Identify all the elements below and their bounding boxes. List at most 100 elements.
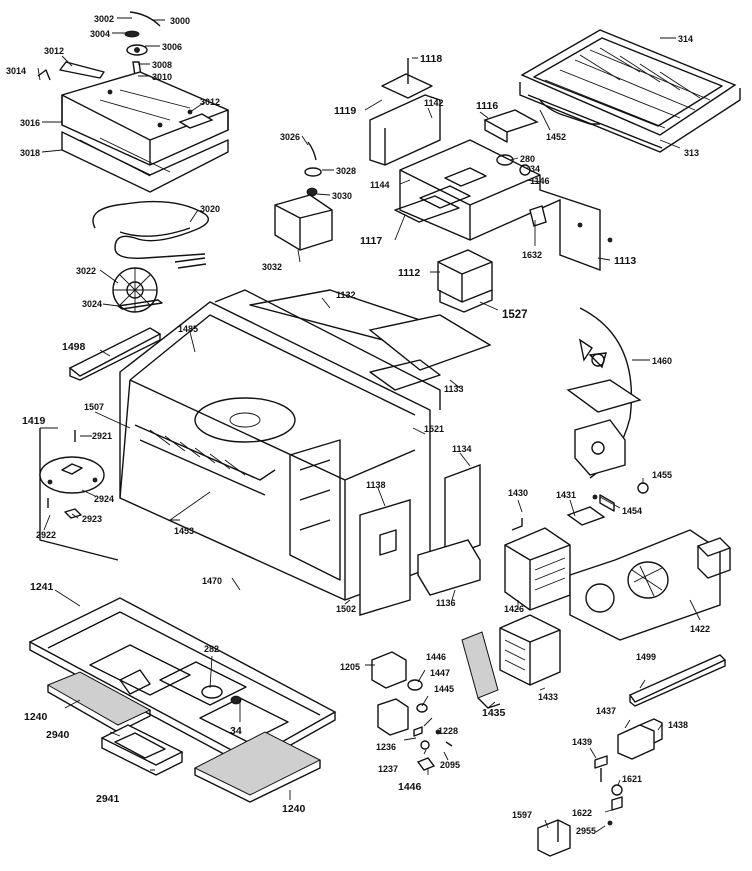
label-1446-top: 1446	[426, 652, 446, 662]
light-bracket	[628, 654, 727, 707]
turntable-motor-group	[39, 428, 119, 561]
label-1431: 1431	[556, 490, 576, 500]
label-1116: 1116	[476, 100, 498, 112]
label-1144: 1144	[370, 180, 390, 190]
label-1446-bottom: 1446	[398, 781, 422, 793]
label-3018: 3018	[20, 148, 40, 158]
label-1438: 1438	[668, 720, 688, 730]
label-2940: 2940	[46, 729, 70, 741]
vent-hood-assembly	[37, 11, 229, 193]
damper-assembly	[274, 141, 333, 251]
label-1454: 1454	[622, 506, 642, 516]
label-3010: 3010	[152, 72, 172, 82]
label-1621: 1621	[622, 774, 642, 784]
label-1597: 1597	[512, 810, 532, 820]
door-switch-assembly	[371, 651, 453, 771]
label-1205: 1205	[340, 662, 360, 672]
label-2924: 2924	[94, 494, 114, 504]
label-1134: 1134	[452, 444, 472, 454]
label-1237: 1237	[378, 764, 398, 774]
thermal-cutout	[594, 755, 623, 826]
label-1136: 1136	[436, 598, 456, 608]
base-panel	[28, 597, 337, 769]
blower-motor	[566, 506, 732, 641]
label-1132: 1132	[336, 290, 356, 300]
label-1241: 1241	[30, 581, 54, 593]
label-2955: 2955	[576, 826, 596, 836]
vent-grille	[461, 631, 501, 709]
label-2095: 2095	[440, 760, 460, 770]
label-1452: 1452	[546, 132, 566, 142]
label-3002: 3002	[94, 14, 114, 24]
label-3000: 3000	[170, 16, 190, 26]
label-1112: 1112	[398, 267, 420, 279]
glass-tray-rack	[519, 29, 741, 153]
label-3012-top: 3012	[44, 46, 64, 56]
label-2922: 2922	[36, 530, 56, 540]
label-1433: 1433	[538, 692, 558, 702]
label-3008: 3008	[152, 60, 172, 70]
label-1502: 1502	[336, 604, 356, 614]
oven-cavity	[119, 289, 481, 601]
label-1119: 1119	[334, 105, 356, 117]
label-3022: 3022	[76, 266, 96, 276]
label-3030: 3030	[332, 191, 352, 201]
label-3014: 3014	[6, 66, 26, 76]
label-3006: 3006	[162, 42, 182, 52]
label-1146: 1146	[530, 176, 550, 186]
label-1419: 1419	[22, 415, 46, 427]
label-280: 280	[520, 154, 535, 164]
label-1437: 1437	[596, 706, 616, 716]
label-314: 314	[678, 34, 693, 44]
heater-element	[92, 200, 209, 269]
label-3024: 3024	[82, 299, 102, 309]
label-1470: 1470	[202, 576, 222, 586]
label-3026: 3026	[280, 132, 300, 142]
label-1228: 1228	[438, 726, 458, 736]
stirrer-assembly	[566, 307, 642, 479]
label-1455: 1455	[652, 470, 672, 480]
magnetron	[504, 518, 571, 611]
label-1142: 1142	[424, 98, 444, 108]
label-2921: 2921	[92, 431, 112, 441]
choke-cover	[417, 463, 481, 596]
label-3004: 3004	[90, 29, 110, 39]
label-1445: 1445	[434, 684, 454, 694]
label-1622: 1622	[572, 808, 592, 818]
label-2923: 2923	[82, 514, 102, 524]
label-3016: 3016	[20, 118, 40, 128]
label-2941: 2941	[96, 793, 120, 805]
label-1435: 1435	[482, 707, 506, 719]
label-1485: 1485	[178, 324, 198, 334]
label-1240-left: 1240	[24, 711, 48, 723]
label-1118: 1118	[420, 53, 442, 65]
charcoal-filter	[100, 724, 184, 776]
label-1521: 1521	[424, 424, 444, 434]
label-1236: 1236	[376, 742, 396, 752]
leader-lines	[37, 17, 701, 833]
label-1430: 1430	[508, 488, 528, 498]
label-3028: 3028	[336, 166, 356, 176]
part-number-labels: 3000 3002 3004 3006 3008 3010 3012 3014 …	[6, 14, 710, 836]
grease-filter-right	[193, 731, 322, 803]
label-1498: 1498	[62, 341, 86, 353]
label-1499: 1499	[636, 652, 656, 662]
label-34-bottom: 34	[230, 725, 242, 737]
label-1527: 1527	[502, 309, 528, 321]
label-1460: 1460	[652, 356, 672, 366]
label-1422: 1422	[690, 624, 710, 634]
label-1447: 1447	[430, 668, 450, 678]
label-1453: 1453	[174, 526, 194, 536]
control-mounting-bracket	[369, 58, 613, 272]
label-1117: 1117	[360, 235, 382, 247]
noise-filter	[537, 819, 571, 857]
label-1507: 1507	[84, 402, 104, 412]
label-1426: 1426	[504, 604, 524, 614]
label-1439: 1439	[572, 737, 592, 747]
relay-board	[617, 718, 663, 760]
label-34-top: 34	[530, 164, 540, 174]
fan-housing	[437, 249, 493, 313]
label-1138: 1138	[366, 480, 386, 490]
cover-panel	[368, 314, 492, 391]
